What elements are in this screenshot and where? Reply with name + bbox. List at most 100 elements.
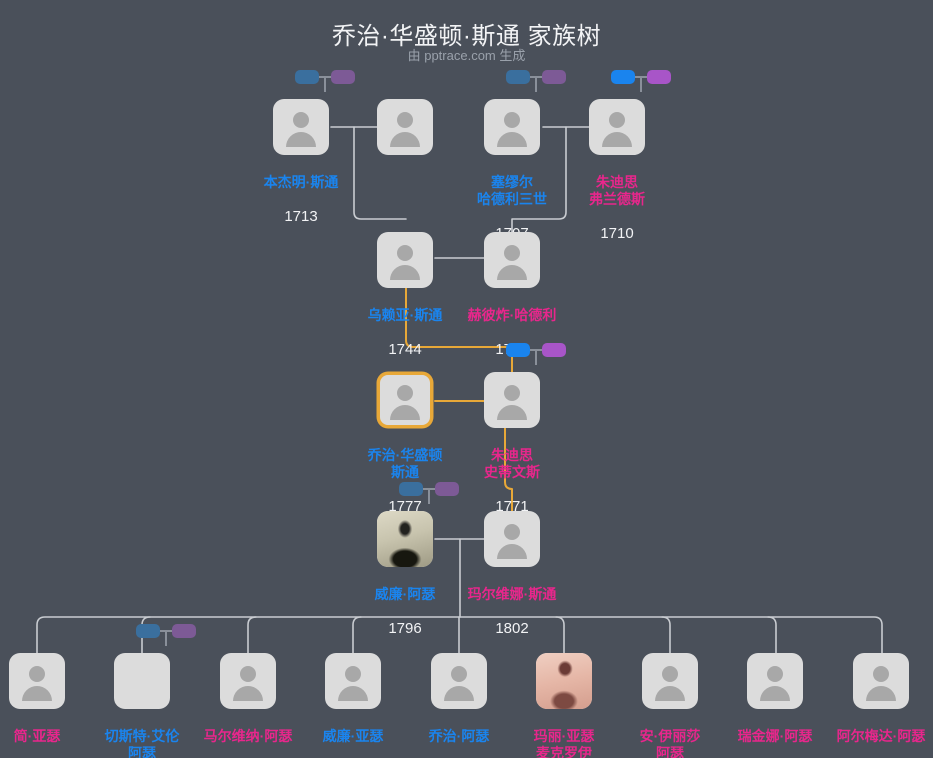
- badge-pill-purple: [542, 70, 566, 84]
- person-label: 本杰明·斯通 1713: [226, 157, 376, 242]
- avatar-placeholder-icon: [873, 666, 889, 682]
- badge-pill-blue: [506, 70, 530, 84]
- person-node[interactable]: 简·亚瑟 1824: [9, 653, 65, 744]
- person-card-highlighted[interactable]: [377, 372, 433, 428]
- person-node[interactable]: 朱迪思 弗兰德斯 1710: [589, 70, 671, 242]
- person-card[interactable]: [377, 232, 433, 288]
- person-node[interactable]: 威廉·亚瑟 1834: [323, 653, 383, 744]
- page-subtitle: 由 pptrace.com 生成: [407, 48, 526, 63]
- badge-pill-blue: [295, 70, 319, 84]
- person-card[interactable]: [431, 653, 487, 709]
- person-node[interactable]: 乌赖亚·斯通 1744: [368, 232, 442, 358]
- person-name: 朱迪思 史蒂文斯: [484, 447, 540, 480]
- person-card[interactable]: [484, 232, 540, 288]
- person-node[interactable]: 赫彼炸·哈德利 1744: [468, 232, 556, 358]
- person-node[interactable]: 塞缪尔 哈德利三世 1707: [477, 70, 566, 242]
- avatar-placeholder-icon: [293, 112, 309, 128]
- avatar-placeholder-icon: [397, 245, 413, 261]
- person-name: 马尔维纳·阿瑟: [203, 728, 293, 744]
- person-card[interactable]: [377, 511, 433, 567]
- person-node[interactable]: [377, 99, 433, 155]
- person-node[interactable]: 本杰明·斯通 1713: [264, 70, 355, 225]
- person-card[interactable]: [220, 653, 276, 709]
- badge-pill-purple: [331, 70, 355, 84]
- person-node[interactable]: 切斯特·艾伦 阿瑟 1829: [105, 624, 196, 758]
- page-title: 乔治·华盛顿·斯通 家族树: [331, 23, 602, 50]
- person-card[interactable]: [536, 653, 592, 709]
- badge-pill-blue: [399, 482, 423, 496]
- person-name: 赫彼炸·哈德利: [467, 307, 557, 323]
- person-card[interactable]: [114, 653, 170, 709]
- person-name: 塞缪尔 哈德利三世: [477, 174, 547, 207]
- avatar-placeholder-icon: [397, 385, 413, 401]
- person-name: 切斯特·艾伦 阿瑟: [104, 728, 180, 758]
- person-node-focus[interactable]: 乔治·华盛顿 斯通 1777: [368, 372, 442, 515]
- person-label: 玛尔维娜·斯通 1802: [447, 569, 577, 654]
- person-label: 威廉·阿瑟 1796: [340, 569, 470, 654]
- avatar-placeholder-icon: [345, 666, 361, 682]
- badge-pill-purple: [542, 343, 566, 357]
- badge-pill-blue: [506, 343, 530, 357]
- person-card[interactable]: [9, 653, 65, 709]
- person-node[interactable]: 朱迪思 史蒂文斯 1771: [484, 343, 566, 515]
- person-card[interactable]: [747, 653, 803, 709]
- person-card[interactable]: [853, 653, 909, 709]
- badge-pill-purple: [172, 624, 196, 638]
- marriage-badge: [399, 482, 459, 504]
- avatar-placeholder-icon: [504, 385, 520, 401]
- person-name: 安·伊丽莎 阿瑟: [639, 728, 701, 758]
- marriage-badge: [506, 70, 566, 92]
- person-card[interactable]: [589, 99, 645, 155]
- badge-pill-purple: [647, 70, 671, 84]
- person-node[interactable]: 玛丽·亚瑟 麦克罗伊 1841: [534, 653, 594, 758]
- person-label: 乔治·阿瑟 1836: [404, 711, 514, 758]
- avatar-placeholder-icon: [767, 666, 783, 682]
- person-label: 简·亚瑟 1824: [0, 711, 89, 758]
- person-label: 威廉·亚瑟 1834: [298, 711, 408, 758]
- person-node[interactable]: 瑞金娜·阿瑟: [738, 653, 812, 744]
- person-label: 乌赖亚·斯通 1744: [340, 290, 470, 375]
- person-card[interactable]: [484, 372, 540, 428]
- person-node[interactable]: 安·伊丽莎 阿瑟: [640, 653, 700, 758]
- person-name: 瑞金娜·阿瑟: [737, 728, 813, 744]
- avatar-placeholder-icon: [662, 666, 678, 682]
- person-year: 1796: [388, 620, 422, 637]
- person-name: 威廉·阿瑟: [374, 586, 436, 602]
- person-name: 玛丽·亚瑟 麦克罗伊: [533, 728, 595, 758]
- marriage-badge: [611, 70, 671, 92]
- person-name: 乔治·阿瑟: [428, 728, 490, 744]
- person-card[interactable]: [273, 99, 329, 155]
- person-label: 安·伊丽莎 阿瑟: [615, 711, 725, 758]
- avatar-placeholder-icon: [504, 524, 520, 540]
- person-card[interactable]: [325, 653, 381, 709]
- person-node[interactable]: 乔治·阿瑟 1836: [429, 653, 489, 744]
- person-name: 朱迪思 弗兰德斯: [589, 174, 645, 207]
- badge-stem: [535, 349, 537, 365]
- avatar-placeholder-icon: [504, 245, 520, 261]
- person-card[interactable]: [642, 653, 698, 709]
- person-card[interactable]: [484, 511, 540, 567]
- person-name: 乌赖亚·斯通: [367, 307, 443, 323]
- person-year: 1710: [600, 225, 634, 242]
- person-label: 马尔维纳·阿瑟 1832: [188, 711, 308, 758]
- avatar-placeholder-icon: [504, 112, 520, 128]
- person-node[interactable]: 玛尔维娜·斯通 1802: [468, 511, 556, 637]
- avatar-placeholder-icon: [609, 112, 625, 128]
- person-node[interactable]: 阿尔梅达·阿瑟: [837, 653, 925, 744]
- person-label: 瑞金娜·阿瑟: [718, 711, 832, 758]
- person-year: 1802: [495, 620, 529, 637]
- badge-pill-purple: [435, 482, 459, 496]
- person-label: 玛丽·亚瑟 麦克罗伊 1841: [509, 711, 619, 758]
- person-name: 威廉·亚瑟: [322, 728, 384, 744]
- badge-stem: [535, 76, 537, 92]
- avatar-placeholder-icon: [397, 112, 413, 128]
- avatar-placeholder-icon: [451, 666, 467, 682]
- badge-pill-blue: [611, 70, 635, 84]
- badge-stem: [640, 76, 642, 92]
- person-card[interactable]: [484, 99, 540, 155]
- person-node[interactable]: 马尔维纳·阿瑟 1832: [204, 653, 292, 744]
- person-card[interactable]: [377, 99, 433, 155]
- person-node[interactable]: 威廉·阿瑟 1796: [375, 482, 459, 637]
- marriage-badge: [295, 70, 355, 92]
